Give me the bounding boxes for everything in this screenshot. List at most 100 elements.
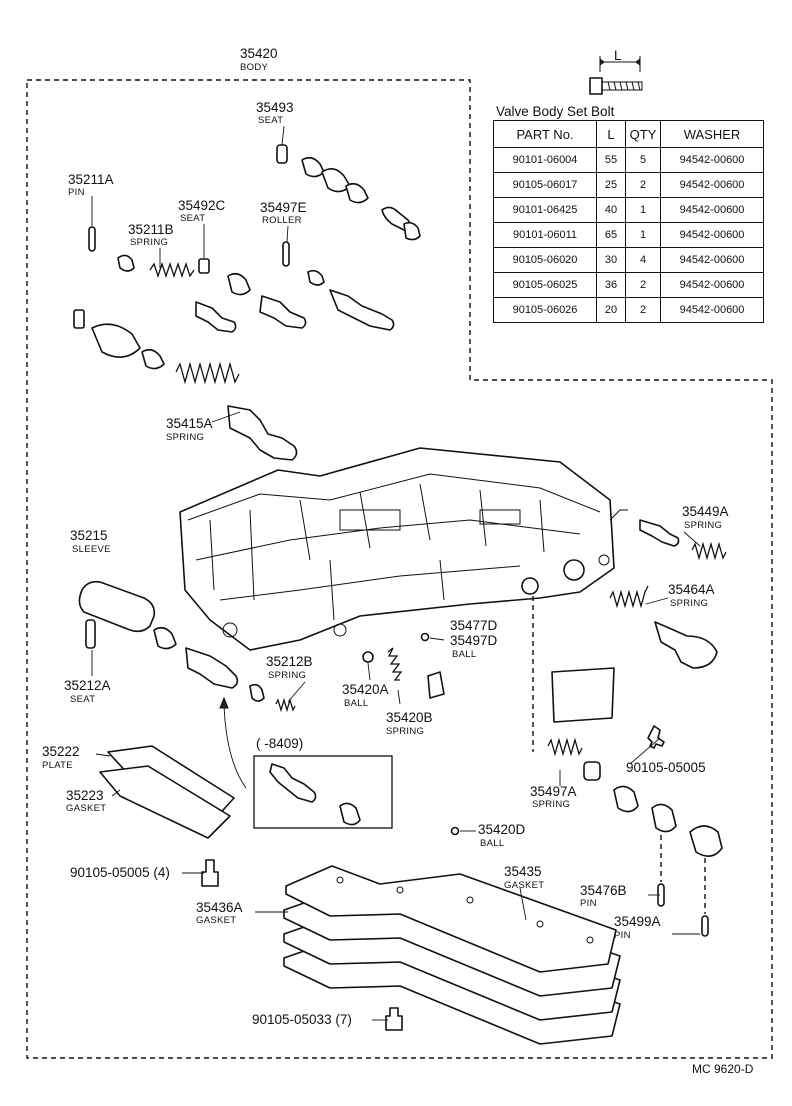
callout-90105-05005-4-num: 90105-05005 (4) [70,865,170,880]
callout-35420a-sub: BALL [344,698,368,709]
inset-date-label: ( -8409) [256,736,303,751]
upper-valve-parts [73,144,421,461]
callout-35476b-num: 35476B [580,883,627,898]
table-row: 90105-06026 20 2 94542-00600 [493,297,764,323]
cell-qty: 4 [625,247,661,273]
callout-35492c-sub: SEAT [180,213,205,224]
cell-washer: 94542-00600 [660,272,764,298]
cell-qty: 5 [625,147,661,173]
bolt-table-header-row: PART No. L QTY WASHER [493,120,764,148]
cell-qty: 2 [625,172,661,198]
body-group-boundary [26,79,773,1059]
leader-lines [91,125,701,1021]
callout-35420b-sub: SPRING [386,726,424,737]
callout-35477d-num: 35477D [450,618,498,633]
callout-labels: 35420 BODY 35493 SEAT 35211A PIN 35492C … [42,46,729,1027]
table-row: 90101-06425 40 1 94542-00600 [493,197,764,223]
inset-variant-box [253,755,393,829]
document-code: MC 9620-D [692,1062,754,1076]
cell-qty: 2 [625,297,661,323]
header-part-no: PART No. [493,120,597,148]
cell-part-no: 90105-06020 [493,247,597,273]
cell-part-no: 90105-06026 [493,297,597,323]
callout-35497e-num: 35497E [260,200,307,215]
callout-35211b-num: 35211B [128,222,174,237]
spring-35415a [175,361,240,385]
lower-gasket-stack [283,865,621,1045]
cell-washer: 94542-00600 [660,297,764,323]
table-row: 90105-06025 36 2 94542-00600 [493,272,764,298]
cell-washer: 94542-00600 [660,222,764,248]
callout-35464a-sub: SPRING [670,598,708,609]
bolt-table-title: Valve Body Set Bolt [496,104,615,119]
valve-body-casting [179,447,615,651]
table-row: 90101-06011 65 1 94542-00600 [493,222,764,248]
spring-35420b [387,647,403,681]
pin-35211a [88,226,96,252]
table-row: 90105-06020 30 4 94542-00600 [493,247,764,273]
callout-35497d-num: 35497D [450,633,498,648]
callout-35435-num: 35435 [504,864,542,879]
spring-35211b [149,261,195,279]
callout-35493-sub: SEAT [258,115,283,126]
callout-35476b-sub: PIN [580,898,597,909]
table-row: 90101-06004 55 5 94542-00600 [493,147,764,173]
right-side-parts [362,509,727,937]
callout-35436a-num: 35436A [196,900,243,915]
bolt-length-label: L [614,48,622,63]
cell-part-no: 90105-06025 [493,272,597,298]
spring-35212b [275,697,296,713]
callout-35420b-num: 35420B [386,710,433,725]
callout-35499a-num: 35499A [614,914,661,929]
callout-35435-sub: GASKET [504,880,544,891]
cell-washer: 94542-00600 [660,147,764,173]
cell-part-no: 90101-06004 [493,147,597,173]
header-qty: QTY [625,120,661,148]
callout-35223-num: 35223 [66,788,104,803]
callout-35415a-sub: SPRING [166,432,204,443]
callout-90105-05033-7-num: 90105-05033 (7) [252,1012,352,1027]
cell-qty: 2 [625,272,661,298]
callout-35493-num: 35493 [256,100,294,115]
sleeve-35215 [78,580,156,633]
left-lower-parts [78,580,296,887]
callout-35497d-sub: BALL [452,649,476,660]
cell-length: 30 [596,247,626,273]
cell-washer: 94542-00600 [660,197,764,223]
callout-35222-sub: PLATE [42,760,73,771]
cell-length: 65 [596,222,626,248]
callout-35499a-sub: PIN [614,930,631,941]
cell-length: 55 [596,147,626,173]
cell-length: 25 [596,172,626,198]
callout-35492c-num: 35492C [178,198,226,213]
bolt-table: PART No. L QTY WASHER 90101-06004 55 5 9… [493,120,764,323]
cell-length: 20 [596,297,626,323]
callout-35212a-sub: SEAT [70,694,95,705]
table-row: 90105-06017 25 2 94542-00600 [493,172,764,198]
callout-35464a-num: 35464A [668,582,715,597]
bolt-length-icon: L [589,48,643,95]
cell-length: 40 [596,197,626,223]
callout-35420a-num: 35420A [342,682,389,697]
cell-part-no: 90101-06425 [493,197,597,223]
callout-90105-05005-right-num: 90105-05005 [626,760,706,775]
cell-part-no: 90101-06011 [493,222,597,248]
callout-35497e-sub: ROLLER [262,215,302,226]
pin-35499a [701,915,709,937]
cell-qty: 1 [625,222,661,248]
callout-35215-num: 35215 [70,528,108,543]
callout-35497a-sub: SPRING [532,799,570,810]
header-length: L [596,120,626,148]
header-washer: WASHER [660,120,764,148]
callout-35420d-sub: BALL [480,838,504,849]
cell-washer: 94542-00600 [660,247,764,273]
callout-35420-sub: BODY [240,62,268,73]
callout-35211a-num: 35211A [68,172,114,187]
cell-washer: 94542-00600 [660,172,764,198]
callout-35449a-num: 35449A [682,504,729,519]
cell-part-no: 90105-06017 [493,172,597,198]
callout-35449a-sub: SPRING [684,520,722,531]
cell-qty: 1 [625,197,661,223]
